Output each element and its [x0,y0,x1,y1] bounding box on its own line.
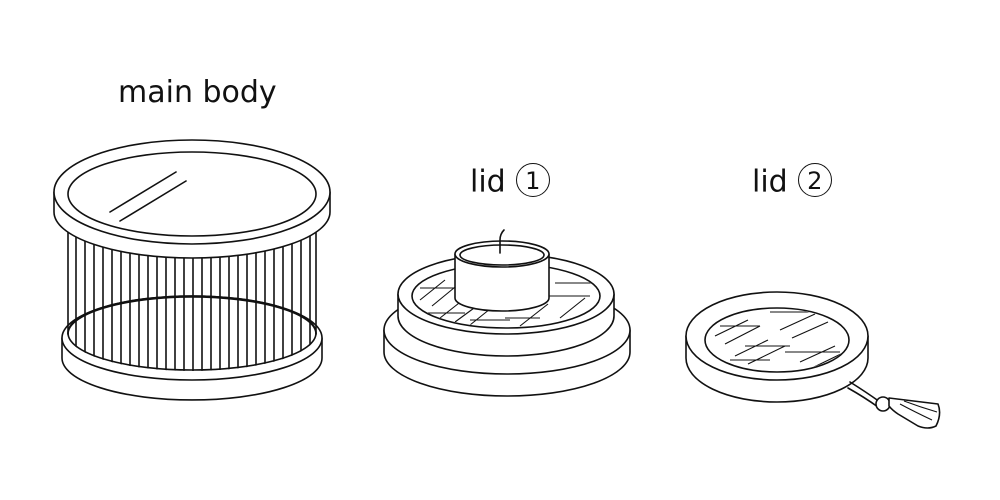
lid-2-label: lid 2 [752,163,832,200]
main-body-label: main body [118,78,277,108]
lid-1-number-circle: 1 [515,163,550,197]
lid-1-label: lid 1 [470,163,550,200]
lid-2-lattice [714,311,846,369]
lid-2-number-circle: 2 [797,163,832,197]
lid-2-illustration [685,291,941,429]
lid-1-illustration [383,229,631,397]
main-body-illustration [53,139,331,401]
lid-1-label-text: lid [470,164,506,200]
main-body-label-text: main body [118,75,277,110]
lid-2-label-text: lid [752,164,788,200]
lid-1-lattice [419,279,599,327]
